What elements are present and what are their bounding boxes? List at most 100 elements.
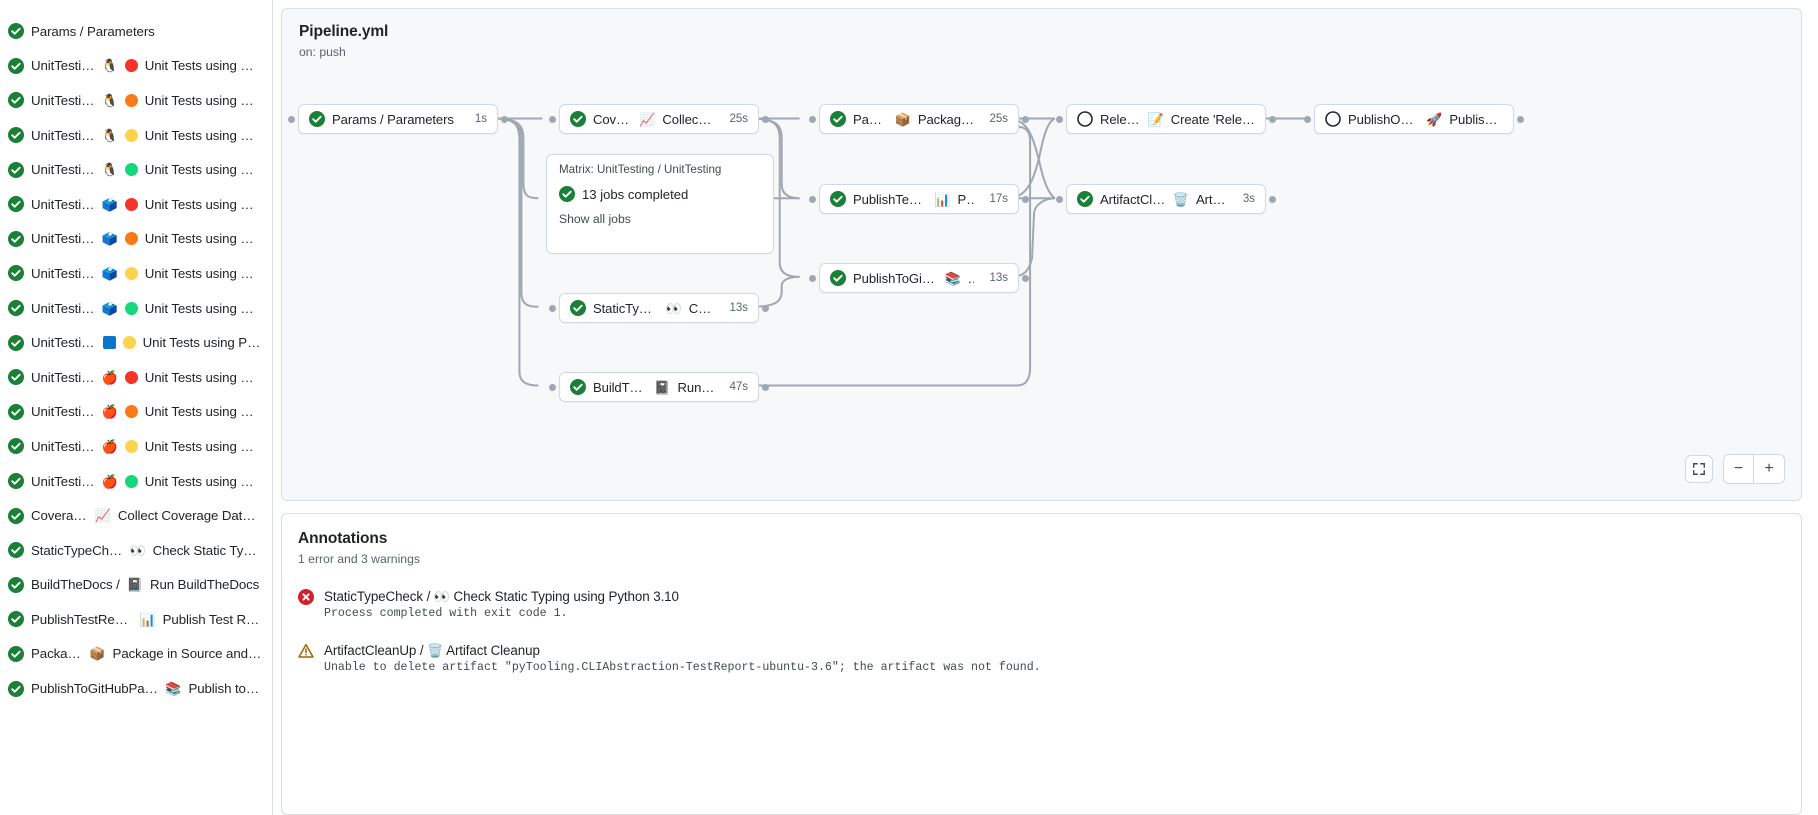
- graph-node-publishpages[interactable]: PublishToGitHubPages / 📚...13s: [809, 263, 1029, 293]
- sidebar-job-step: Unit Tests using Pyth...: [144, 473, 262, 489]
- node-port-left: [549, 115, 556, 123]
- annotation-item[interactable]: StaticTypeCheck / 👀 Check Static Typing …: [298, 589, 1785, 620]
- sidebar-job-label: UnitTesting /: [31, 404, 95, 420]
- graph-edges: [495, 117, 1306, 387]
- node-port-right: [762, 383, 769, 391]
- graph-node-label: PublishTestResults /: [853, 191, 928, 207]
- node-port-left: [1056, 115, 1063, 123]
- sidebar-job-item[interactable]: UnitTesting / 🗳️Unit Tests using Pyth...: [0, 256, 272, 291]
- success-icon: [830, 270, 846, 286]
- sidebar-job-step: Unit Tests using Pyth...: [144, 162, 262, 178]
- success-icon: [8, 403, 24, 420]
- sidebar-job-item[interactable]: UnitTesting / Unit Tests using Pyth...: [0, 325, 272, 360]
- sidebar-job-item[interactable]: UnitTesting / 🗳️Unit Tests using Pyth...: [0, 222, 272, 257]
- node-port-left: [809, 115, 816, 123]
- graph-node-step: Publish to ...: [1449, 111, 1503, 127]
- main-content: Pipeline.yml on: push: [273, 0, 1818, 815]
- graph-node-label: BuildTheDocs /: [593, 379, 647, 395]
- graph-node-step: Create 'Release P...: [1170, 111, 1255, 127]
- rocket-icon: 🚀: [1426, 111, 1443, 127]
- apple-icon: 🍎: [101, 404, 118, 420]
- sidebar-job-item[interactable]: UnitTesting / 🍎Unit Tests using Pyth...: [0, 360, 272, 395]
- graph-node-publishtest[interactable]: PublishTestResults / 📊Pu...17s: [809, 184, 1029, 214]
- graph-node-release[interactable]: Release / 📝Create 'Release P...: [1056, 104, 1276, 134]
- sidebar-job-label: UnitTesting /: [31, 58, 95, 74]
- sidebar-job-item[interactable]: UnitTesting / 🐧Unit Tests using Pyth...: [0, 118, 272, 153]
- success-icon: [8, 473, 24, 490]
- matrix-jobs-row: 13 jobs completed: [559, 186, 761, 202]
- sidebar-job-item[interactable]: BuildTheDocs / 📓Run BuildTheDocs: [0, 568, 272, 603]
- sidebar-job-item[interactable]: UnitTesting / 🐧Unit Tests using Pyth...: [0, 83, 272, 118]
- matrix-group-unittesting[interactable]: Matrix: UnitTesting / UnitTesting 13 job…: [546, 154, 774, 254]
- success-icon: [570, 300, 586, 316]
- sidebar-job-item[interactable]: StaticTypeCheck / 👀Check Static Typing..…: [0, 533, 272, 568]
- sidebar-job-item[interactable]: UnitTesting / 🗳️Unit Tests using Pyth...: [0, 187, 272, 222]
- dot-yellow: [124, 128, 138, 142]
- penguin-icon: 🐧: [101, 162, 118, 178]
- dot-orange: [124, 232, 138, 246]
- node-port-right: [1022, 274, 1029, 282]
- graph-node-pypi[interactable]: PublishOnPyPI / 🚀Publish to ...: [1304, 104, 1524, 134]
- sidebar-job-label: Coverage /: [31, 508, 88, 524]
- dot-red: [124, 59, 138, 73]
- node-port-right: [762, 115, 769, 123]
- msys-icon: 🗳️: [101, 231, 118, 247]
- sidebar-job-step: Publish Test Resu...: [162, 611, 262, 627]
- sidebar-job-step: Unit Tests using Pyth...: [144, 58, 262, 74]
- sidebar-job-item[interactable]: Coverage / 📈Collect Coverage Data usi...: [0, 498, 272, 533]
- sidebar-job-step: Unit Tests using Pyth...: [144, 438, 262, 454]
- graph-node-duration: 13s: [989, 272, 1008, 284]
- chart-icon: 📈: [94, 508, 111, 524]
- node-port-left: [549, 304, 556, 312]
- memo-icon: 📝: [1147, 111, 1164, 127]
- fit-screen-icon[interactable]: [1685, 455, 1713, 483]
- sidebar-job-item[interactable]: UnitTesting / 🍎Unit Tests using Pyth...: [0, 464, 272, 499]
- sidebar-job-step: Publish to G...: [188, 681, 262, 697]
- sidebar-job-label: UnitTesting /: [31, 162, 95, 178]
- dot-yellow: [124, 439, 138, 453]
- success-icon: [8, 230, 24, 247]
- sidebar-job-label: UnitTesting /: [31, 300, 95, 316]
- graph-node-duration: 1s: [474, 113, 487, 125]
- matrix-jobs-text: 13 jobs completed: [582, 186, 689, 202]
- success-icon: [8, 507, 24, 524]
- sidebar-job-item[interactable]: UnitTesting / 🐧 Unit Tests using Pyth...: [0, 152, 272, 187]
- sidebar-job-item[interactable]: UnitTesting / 🐧Unit Tests using Pyth...: [0, 49, 272, 84]
- books-icon: 📚: [165, 681, 182, 697]
- sidebar-job-item[interactable]: PublishToGitHubPages / 📚Publish to G...: [0, 671, 272, 706]
- graph-node-coverage[interactable]: Coverage / 📈Collect Cove...25s: [549, 104, 769, 134]
- book-icon: 📓: [126, 577, 143, 593]
- sidebar-job-item[interactable]: Package / 📦Package in Source and Wh...: [0, 637, 272, 672]
- matrix-group-label: Matrix: UnitTesting / UnitTesting: [559, 163, 722, 176]
- zoom-out-button[interactable]: −: [1724, 455, 1754, 483]
- node-port-left: [549, 383, 556, 391]
- sidebar-job-item[interactable]: Params / Parameters: [0, 14, 272, 49]
- trigger-event: on: push: [299, 45, 346, 59]
- success-icon: [8, 92, 24, 109]
- success-icon: [8, 161, 24, 178]
- graph-node-statictype[interactable]: StaticTypeCheck / 👀Chec...13s: [549, 293, 769, 323]
- sidebar-job-label: UnitTesting /: [31, 369, 95, 385]
- graph-node-builddocs[interactable]: BuildTheDocs / 📓Run Buil...47s: [549, 372, 769, 402]
- node-port-right: [1269, 115, 1276, 123]
- success-icon: [8, 680, 24, 697]
- show-all-jobs-link[interactable]: Show all jobs: [559, 212, 631, 226]
- graph-node-package[interactable]: Package / 📦Package in So...25s: [809, 104, 1029, 134]
- annotations-title: Annotations: [298, 530, 388, 547]
- sidebar-job-label: Params / Parameters: [31, 23, 155, 39]
- sidebar-job-item[interactable]: UnitTesting / 🗳️Unit Tests using Pyth...: [0, 291, 272, 326]
- sidebar-job-item[interactable]: UnitTesting / 🍎Unit Tests using Pyth...: [0, 395, 272, 430]
- graph-node-artifact[interactable]: ArtifactCleanUp / 🗑️Artifac...3s: [1056, 184, 1276, 214]
- zoom-in-button[interactable]: +: [1764, 460, 1774, 477]
- sidebar-job-item[interactable]: PublishTestResults / 📊Publish Test Resu.…: [0, 602, 272, 637]
- sidebar-job-item[interactable]: UnitTesting / 🍎Unit Tests using Pyth...: [0, 429, 272, 464]
- zoom-pair[interactable]: − +: [1723, 454, 1785, 484]
- zoom-controls[interactable]: − +: [1685, 454, 1785, 484]
- wastebasket-icon: 🗑️: [1172, 191, 1190, 207]
- sidebar-job-label: BuildTheDocs /: [31, 577, 120, 593]
